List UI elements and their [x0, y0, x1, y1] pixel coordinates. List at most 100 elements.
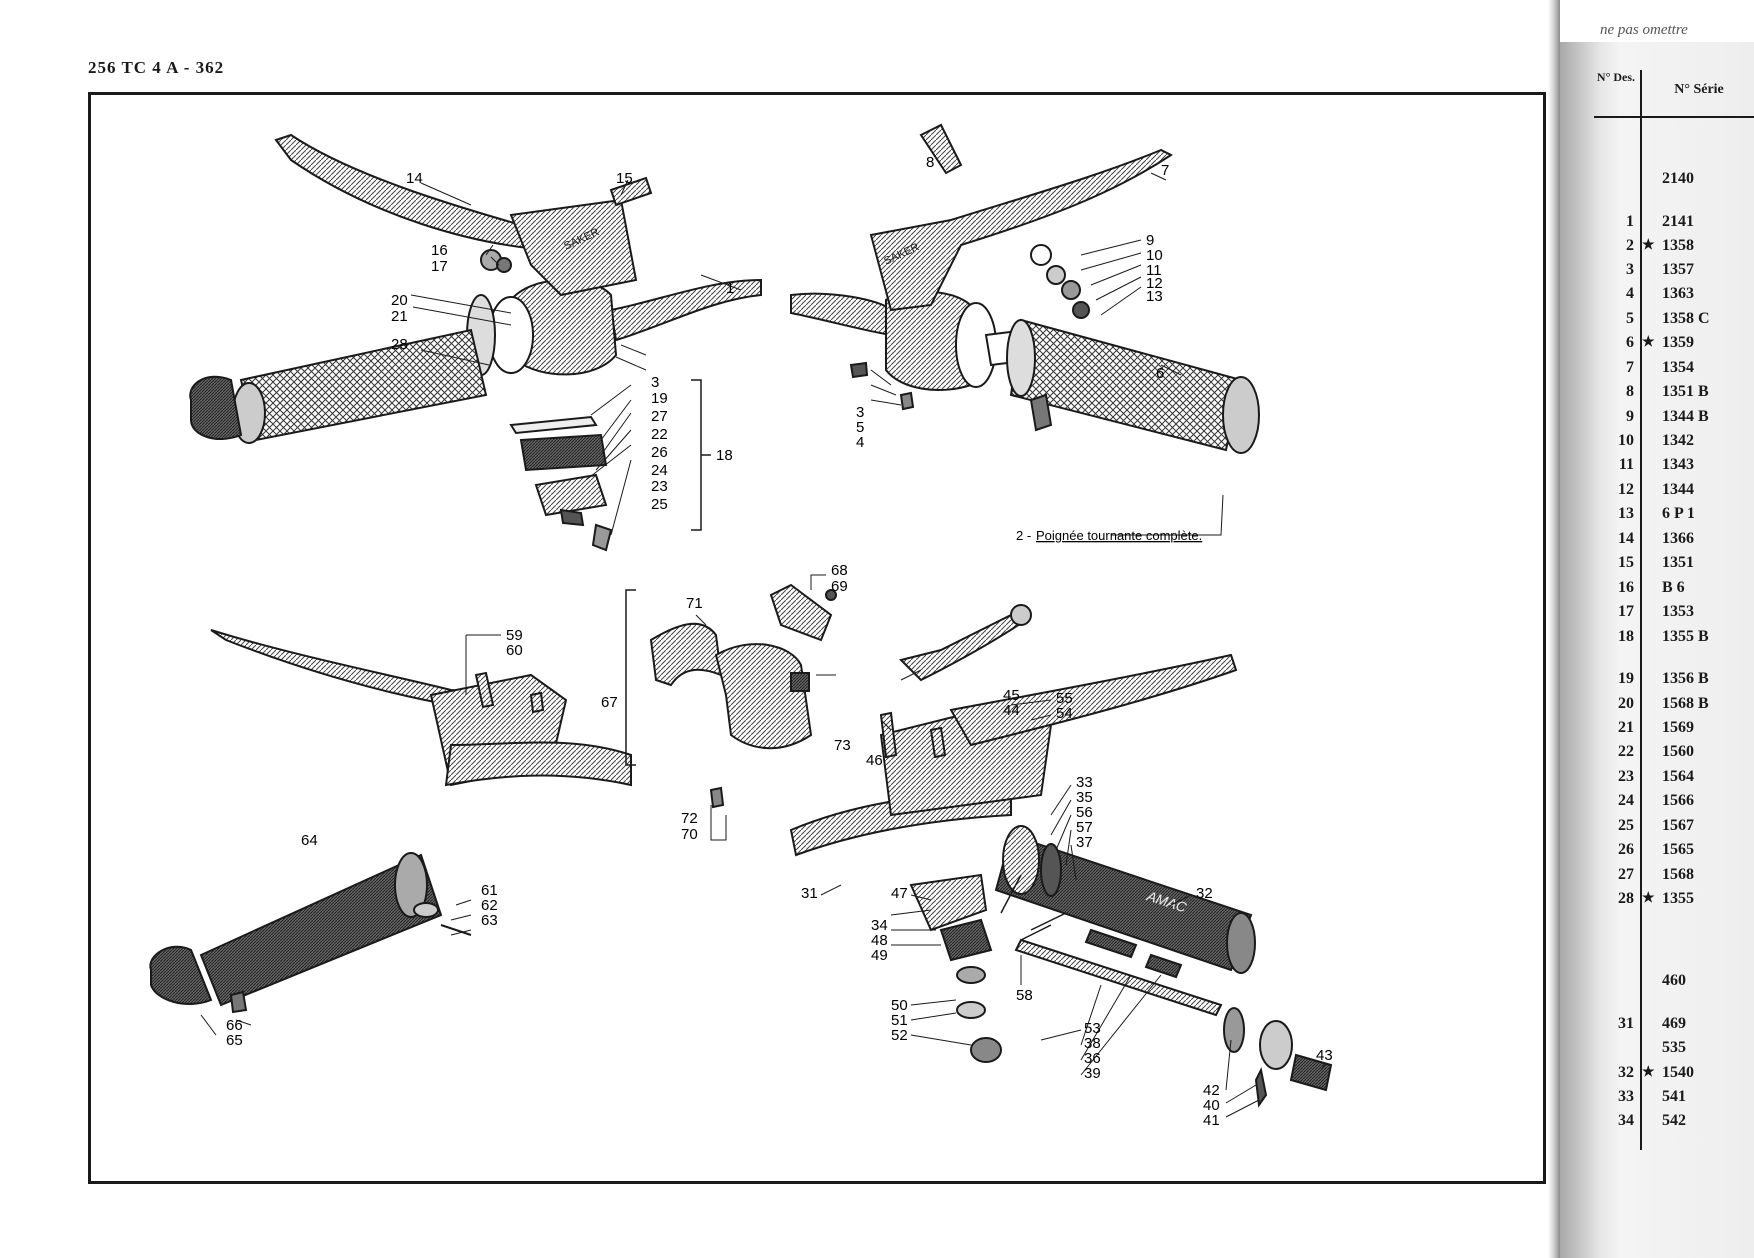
table-row: 3 1357	[1594, 261, 1754, 285]
cell-des: 24	[1618, 792, 1634, 809]
cell-des: 9	[1626, 408, 1634, 425]
callout: 44	[1003, 702, 1020, 719]
center-assembly	[625, 574, 837, 841]
cell-serie: 2140	[1662, 170, 1694, 187]
cell-serie: 1560	[1662, 743, 1694, 760]
callout: 17	[431, 258, 448, 275]
callout: 24	[651, 462, 668, 479]
cell-star: ★	[1642, 238, 1655, 253]
cell-des: 10	[1618, 432, 1634, 449]
callout: 52	[891, 1027, 908, 1044]
callout: 64	[301, 832, 318, 849]
cell-des: 20	[1618, 695, 1634, 712]
cell-des: 2	[1626, 237, 1634, 254]
bottom-right-assembly: AMAC	[789, 604, 1333, 1118]
bottom-left-assembly	[149, 629, 632, 1036]
parts-list-panel	[1560, 42, 1754, 1258]
table-row: 21 1569	[1594, 719, 1754, 743]
callout: 37	[1076, 834, 1093, 851]
cell-serie: 1567	[1662, 817, 1694, 834]
callout: 28	[391, 336, 408, 353]
callout: 69	[831, 578, 848, 595]
callout: 32	[1196, 885, 1213, 902]
cell-des: 34	[1618, 1112, 1634, 1129]
cell-des: 25	[1618, 817, 1634, 834]
callout: 10	[1146, 247, 1163, 264]
cell-des: 17	[1618, 603, 1634, 620]
cell-serie: 542	[1662, 1112, 1686, 1129]
cell-des: 3	[1626, 261, 1634, 278]
cell-serie: 1343	[1662, 456, 1694, 473]
cell-des: 16	[1618, 579, 1634, 596]
cell-serie: 1344 B	[1662, 408, 1709, 425]
table-row: 7 1354	[1594, 359, 1754, 383]
cell-des: 14	[1618, 530, 1634, 547]
cell-des: 27	[1618, 866, 1634, 883]
cell-des: 7	[1626, 359, 1634, 376]
top-fragment-text: ne pas omettre	[1600, 22, 1688, 38]
table-row: 17 1353	[1594, 603, 1754, 627]
callout: 70	[681, 826, 698, 843]
cell-serie: 1354	[1662, 359, 1694, 376]
cell-serie: 1569	[1662, 719, 1694, 736]
callout: 1	[726, 280, 734, 297]
cell-serie: 1568	[1662, 866, 1694, 883]
table-row: 25 1567	[1594, 817, 1754, 841]
cell-des: 28	[1618, 890, 1634, 907]
callout: 15	[616, 170, 633, 187]
cell-serie: 1358 C	[1662, 310, 1710, 327]
cell-des: 13	[1618, 505, 1634, 522]
center-callouts: 68 69 71 67 73 72 70	[601, 562, 851, 843]
callout: 65	[226, 1032, 243, 1049]
callout: 49	[871, 947, 888, 964]
callout: 47	[891, 885, 908, 902]
callout: 40	[1203, 1097, 1220, 1114]
cell-star: ★	[1642, 335, 1655, 350]
callout: 48	[871, 932, 888, 949]
cell-des: 26	[1618, 841, 1634, 858]
top-left-callouts: 14 15 16 17 20 21 28 3 19 27 22 26 24 23…	[391, 170, 734, 513]
callout: 56	[1076, 804, 1093, 821]
callout: 55	[1056, 690, 1073, 707]
cell-serie: 535	[1662, 1039, 1686, 1056]
cell-serie: 1353	[1662, 603, 1694, 620]
cell-serie: 1565	[1662, 841, 1694, 858]
callout: 21	[391, 308, 408, 325]
cell-serie: 469	[1662, 1015, 1686, 1032]
callout: 59	[506, 627, 523, 644]
table-row: 28★1355	[1594, 890, 1754, 914]
binding-shadow	[1548, 0, 1560, 1258]
table-row: 2140	[1594, 170, 1754, 194]
callout: 5	[856, 419, 864, 436]
bottom-right-callouts: 45 44 55 54 46 33 35 56 57 37 32 31 47 3…	[801, 687, 1333, 1129]
callout: 61	[481, 882, 498, 899]
cell-serie: 1357	[1662, 261, 1694, 278]
callout: 23	[651, 478, 668, 495]
cell-des: 21	[1618, 719, 1634, 736]
table-row: 34 542	[1594, 1112, 1754, 1136]
callout: 53	[1084, 1020, 1101, 1037]
cell-des: 18	[1618, 628, 1634, 645]
callout: 43	[1316, 1047, 1333, 1064]
cell-des: 1	[1626, 213, 1634, 230]
cell-serie: 460	[1662, 972, 1686, 989]
callout: 60	[506, 642, 523, 659]
table-row: 6★1359	[1594, 334, 1754, 358]
callout: 27	[651, 408, 668, 425]
callout: 42	[1203, 1082, 1220, 1099]
table-row: 26 1565	[1594, 841, 1754, 865]
callout: 13	[1146, 288, 1163, 305]
callout: 54	[1056, 705, 1073, 722]
